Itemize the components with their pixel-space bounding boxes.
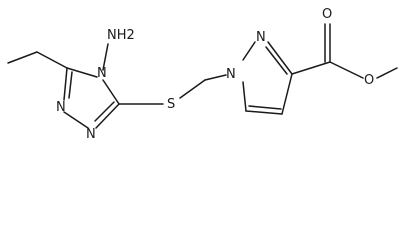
- bond-c5pz-c4pz-double: [248, 105, 282, 110]
- bonds: [7, 23, 398, 129]
- bond-c3pz-n2pz-double: [265, 46, 288, 75]
- bond-c3pz-ccarbonyl: [291, 61, 331, 75]
- bond-c5pz-c4pz: [245, 110, 283, 115]
- bond-c5-n1: [63, 67, 68, 101]
- bond-c3pz-n2pz: [267, 41, 293, 75]
- bond-ethyl-ch3: [7, 51, 38, 64]
- atom-labels: NH2 N N N S N N O O: [56, 7, 374, 142]
- bond-c5-n1-double: [68, 71, 73, 99]
- atom-label-nh2: NH2: [107, 28, 135, 43]
- atom-label-o-ester: O: [364, 73, 374, 88]
- bond-s-ch2: [179, 79, 206, 99]
- atom-label-o-carbonyl: O: [322, 7, 332, 22]
- atom-label-n2: N: [86, 127, 96, 142]
- atom-label-n1pz: N: [226, 67, 236, 82]
- atom-label-s: S: [167, 97, 175, 112]
- bond-c5-n4: [66, 67, 98, 78]
- bond-n2-c3: [95, 103, 120, 129]
- bond-c4pz-c3pz: [281, 73, 293, 115]
- atom-label-n4: N: [97, 66, 107, 81]
- molecule-structure-diagram: NH2 N N N S N N O O: [7, 7, 398, 142]
- atom-label-n1: N: [56, 100, 66, 115]
- atom-label-n2pz: N: [256, 30, 266, 45]
- bond-n2-c3-double: [94, 101, 115, 122]
- bond-ch2-n1pz: [204, 74, 227, 81]
- bond-ethyl-ch2: [36, 51, 68, 69]
- bond-n1pz-c5pz: [242, 81, 247, 112]
- molecule-svg: NH2 N N N S N N O O: [7, 7, 398, 142]
- bond-n1-n2: [63, 111, 89, 129]
- bond-n4-nh2: [102, 43, 109, 71]
- bond-oester-ch3: [376, 67, 398, 79]
- bond-n1pz-n2pz: [242, 41, 256, 61]
- bond-c3-n4: [102, 79, 120, 105]
- bond-ccarbonyl-oester: [329, 61, 364, 79]
